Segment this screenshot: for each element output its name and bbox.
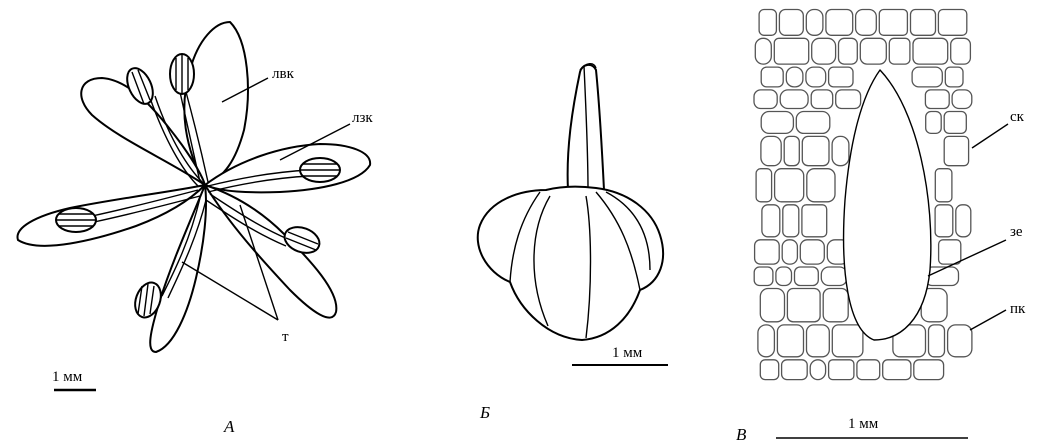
epidermis-cell bbox=[776, 267, 792, 286]
epidermis-cell bbox=[911, 10, 936, 36]
epidermis-cell bbox=[913, 38, 948, 64]
scale-label-a: 1 мм bbox=[52, 369, 83, 385]
epidermis-cell bbox=[935, 205, 953, 237]
epidermis-cell bbox=[925, 90, 949, 109]
scale-label-b: 1 мм bbox=[612, 345, 643, 361]
epidermis-cell bbox=[821, 267, 847, 286]
epidermis-cell bbox=[807, 169, 835, 202]
epidermis-cell bbox=[914, 360, 944, 380]
epidermis-cell bbox=[796, 112, 830, 134]
epidermis-cell bbox=[806, 67, 826, 87]
panel-a-flower: лвк лзк т 1 мм А bbox=[18, 22, 374, 436]
epidermis-cell bbox=[755, 38, 771, 64]
epidermis-cell bbox=[812, 38, 836, 64]
epidermis-cell bbox=[938, 10, 966, 36]
epidermis-cell bbox=[760, 360, 778, 380]
epidermis-cell bbox=[829, 360, 854, 380]
panel-b-fruit: 1 мм Б bbox=[478, 64, 668, 422]
epidermis-cell bbox=[823, 289, 848, 322]
caption-b: Б bbox=[479, 403, 490, 422]
scale-label-c: 1 мм bbox=[848, 416, 879, 432]
epidermis-cell bbox=[889, 38, 910, 64]
epidermis-cell bbox=[784, 136, 799, 165]
epidermis-cell bbox=[939, 240, 961, 264]
label-t: т bbox=[282, 329, 289, 345]
epidermis-cell bbox=[780, 90, 808, 109]
epidermis-cell bbox=[945, 67, 963, 87]
epidermis-cell bbox=[935, 169, 952, 202]
epidermis-cell bbox=[802, 136, 829, 165]
epidermis-cell bbox=[786, 67, 803, 87]
epidermis-cell bbox=[754, 267, 773, 286]
epidermis-cell bbox=[795, 267, 819, 286]
epidermis-cell bbox=[758, 325, 775, 357]
epidermis-cell bbox=[754, 90, 777, 109]
panel-c-epidermis: ск зе пк 1 мм В bbox=[736, 10, 1026, 443]
epidermis-cell bbox=[952, 90, 972, 109]
capsule bbox=[478, 187, 663, 340]
style-column bbox=[568, 65, 604, 190]
epidermis-cell bbox=[839, 38, 858, 64]
epidermis-cell bbox=[807, 325, 830, 357]
epidermis-cell bbox=[926, 112, 942, 134]
caption-a: А bbox=[223, 417, 235, 436]
epidermis-cell bbox=[811, 90, 833, 109]
epidermis-cell bbox=[956, 205, 971, 237]
label-ze: зе bbox=[1010, 224, 1023, 240]
epidermis-cell bbox=[761, 67, 783, 87]
label-sk: ск bbox=[1010, 109, 1025, 125]
epidermis-cell bbox=[944, 136, 968, 165]
epidermis-cell bbox=[948, 325, 972, 357]
epidermis-cell bbox=[760, 289, 784, 322]
petal-top bbox=[184, 22, 248, 185]
epidermis-cell bbox=[779, 10, 803, 36]
epidermis-cell bbox=[782, 240, 797, 264]
epidermis-cell bbox=[883, 360, 911, 380]
epidermis-cell bbox=[775, 169, 804, 202]
leader-t-1 bbox=[182, 262, 278, 320]
epidermis-cell bbox=[810, 360, 825, 380]
epidermis-cell bbox=[944, 112, 966, 134]
epidermis-cell bbox=[826, 10, 853, 36]
epidermis-cell bbox=[783, 205, 799, 237]
epidermis-cell bbox=[761, 136, 781, 165]
label-lzk: лзк bbox=[352, 110, 373, 126]
epidermis-cell bbox=[829, 67, 853, 87]
epidermis-cell bbox=[856, 10, 877, 36]
epidermis-cell bbox=[787, 289, 820, 322]
label-pk: пк bbox=[1010, 301, 1026, 317]
epidermis-cell bbox=[755, 240, 780, 264]
epidermis-cell bbox=[782, 360, 808, 380]
epidermis-cell bbox=[800, 240, 824, 264]
epidermis-cell bbox=[777, 325, 803, 357]
epidermis-cell bbox=[759, 10, 776, 36]
epidermis-cell bbox=[912, 67, 942, 87]
epidermis-cell bbox=[806, 10, 823, 36]
caption-c: В bbox=[736, 425, 747, 443]
leader-pk bbox=[970, 310, 1006, 330]
epidermis-cell bbox=[756, 169, 772, 202]
stomatal-pore bbox=[844, 70, 931, 340]
epidermis-cell bbox=[860, 38, 886, 64]
epidermis-cell bbox=[762, 205, 780, 237]
epidermis-cell bbox=[832, 325, 863, 357]
label-lvk: лвк bbox=[272, 66, 295, 82]
epidermis-cell bbox=[879, 10, 907, 36]
epidermis-cell bbox=[929, 325, 945, 357]
epidermis-cell bbox=[857, 360, 880, 380]
epidermis-cell bbox=[774, 38, 808, 64]
epidermis-cell bbox=[761, 112, 793, 134]
epidermis-cell bbox=[836, 90, 861, 109]
epidermis-cell bbox=[951, 38, 971, 64]
leader-sk bbox=[972, 124, 1008, 148]
petal-left bbox=[18, 185, 205, 246]
epidermis-cell bbox=[832, 136, 849, 165]
epidermis-cell bbox=[802, 205, 827, 237]
